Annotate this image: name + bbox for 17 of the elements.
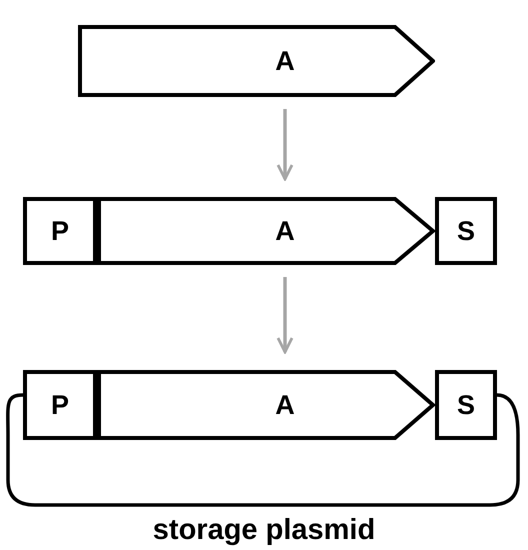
arrow [276,109,294,180]
gene-segment [78,25,435,97]
part-box [23,370,97,440]
gene-segment [97,197,435,265]
gene-segment [97,370,435,440]
part-box [435,197,497,265]
arrow [276,277,294,354]
part-label: P [50,392,69,418]
part-label: P [50,218,69,244]
part-label: S [456,218,475,244]
part-box [435,370,497,440]
part-label: A [275,392,295,418]
part-label: A [275,48,295,74]
part-label: A [275,218,295,244]
part-label: S [456,392,475,418]
caption-text: storage plasmid [152,516,376,545]
part-box [23,197,97,265]
